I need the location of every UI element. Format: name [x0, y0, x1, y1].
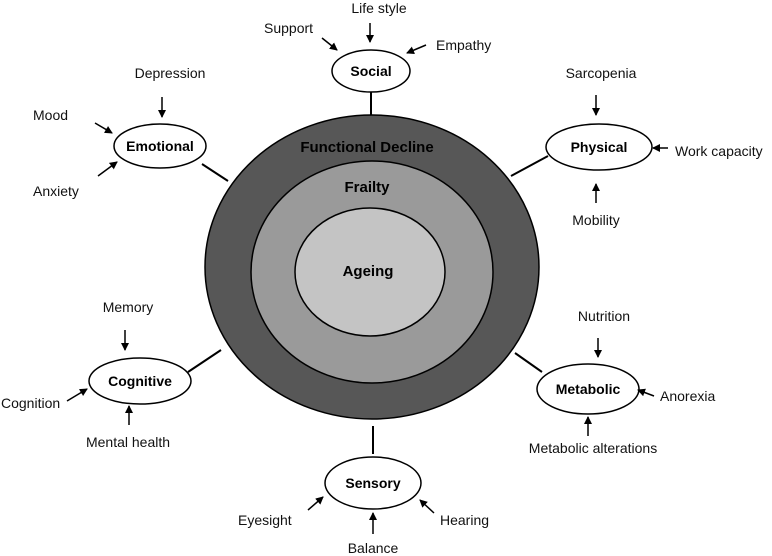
- arrow-eyesight: [307, 496, 324, 511]
- factor-memory: Memory: [103, 299, 154, 315]
- node-social-label: Social: [350, 63, 391, 79]
- node-physical-label: Physical: [571, 139, 628, 155]
- connector-physical: [510, 155, 549, 177]
- node-emotional-label: Emotional: [126, 138, 194, 154]
- factor-anorexia: Anorexia: [660, 388, 715, 404]
- factor-eyesight: Eyesight: [238, 512, 292, 528]
- ageing-label: Ageing: [343, 263, 394, 280]
- frailty-label: Frailty: [344, 179, 390, 196]
- factor-nutrition: Nutrition: [578, 308, 630, 324]
- factor-depression: Depression: [135, 65, 206, 81]
- arrow-anorexia: [637, 388, 655, 397]
- node-social: [331, 49, 411, 93]
- factor-cognition: Cognition: [1, 395, 60, 411]
- node-cognitive: [88, 357, 192, 405]
- factor-work-capacity: Work capacity: [675, 143, 763, 159]
- functional-decline-label: Functional Decline: [300, 139, 433, 156]
- arrow-hearing: [419, 499, 435, 514]
- factor-sarcopenia: Sarcopenia: [566, 65, 637, 81]
- node-metabolic-label: Metabolic: [556, 381, 621, 397]
- arrow-anxiety: [97, 161, 118, 177]
- connector-cognitive: [187, 349, 222, 373]
- factor-mental-health: Mental health: [86, 434, 170, 450]
- factor-mobility: Mobility: [572, 212, 619, 228]
- factor-balance: Balance: [348, 540, 399, 556]
- node-emotional: [113, 123, 207, 169]
- arrow-support: [321, 37, 338, 51]
- arrow-empathy: [406, 44, 427, 54]
- node-cognitive-label: Cognitive: [108, 373, 172, 389]
- factor-mood: Mood: [33, 107, 68, 123]
- arrow-mood: [94, 122, 113, 134]
- factor-life-style: Life style: [351, 0, 406, 16]
- node-sensory-label: Sensory: [345, 475, 400, 491]
- connector-metabolic: [514, 352, 543, 373]
- factor-metabolic-alterations: Metabolic alterations: [529, 440, 657, 456]
- factor-hearing: Hearing: [440, 512, 489, 528]
- connector-emotional: [201, 163, 229, 182]
- arrow-cognition: [66, 388, 88, 402]
- node-sensory: [324, 456, 422, 510]
- factor-anxiety: Anxiety: [33, 183, 79, 199]
- ageing-core: [294, 207, 446, 337]
- factor-empathy: Empathy: [436, 37, 491, 53]
- factor-support: Support: [264, 20, 313, 36]
